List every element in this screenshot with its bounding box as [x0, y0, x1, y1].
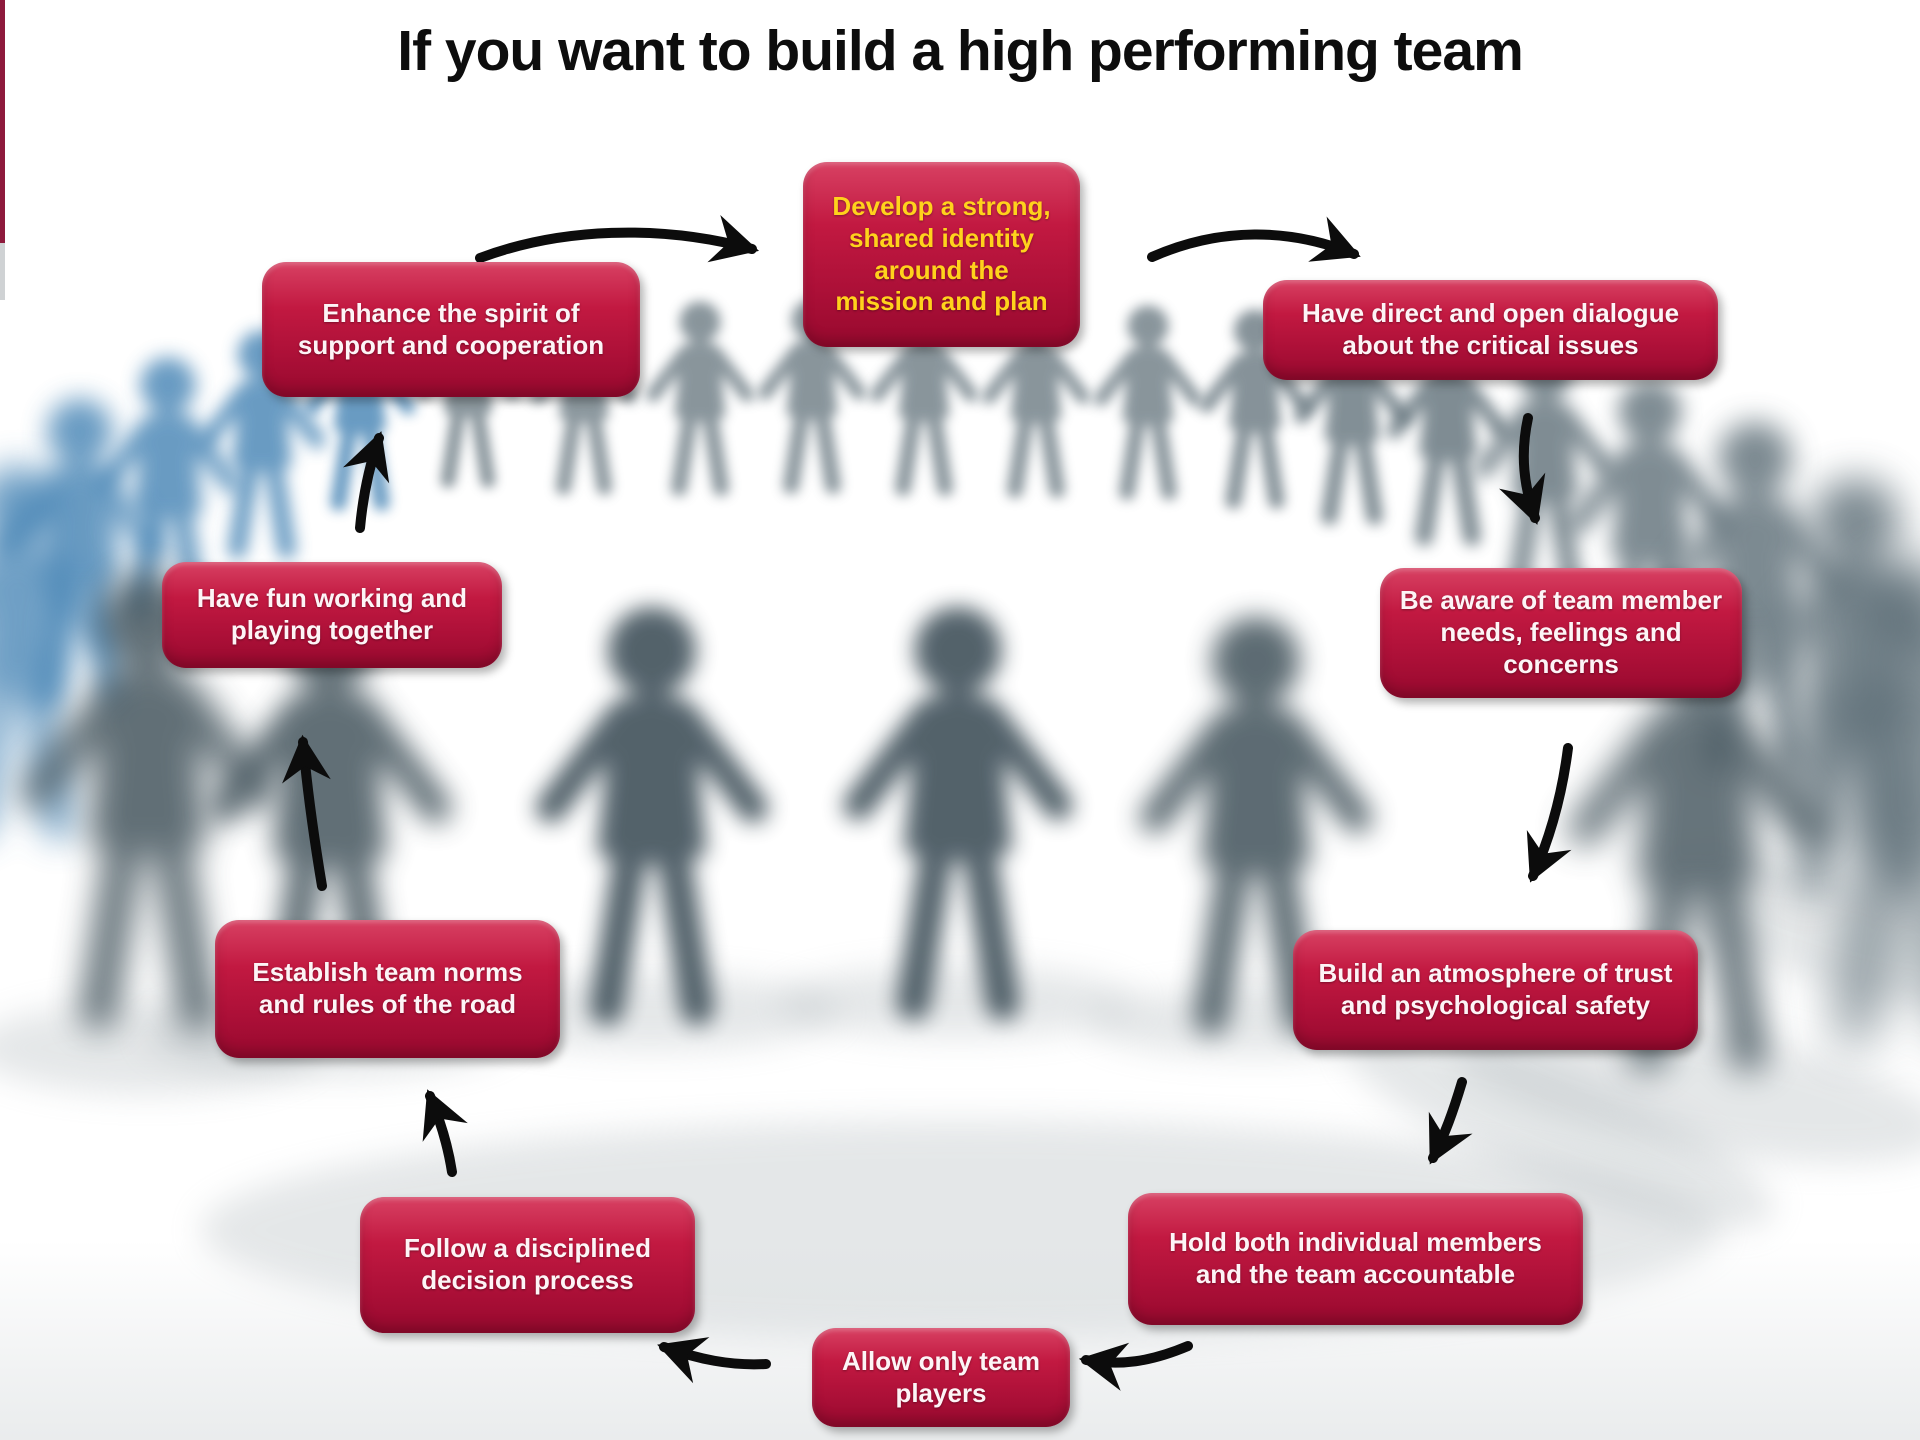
arrow-trust-to-hold [1428, 1077, 1473, 1165]
arrow-dialogue-to-beaware [1499, 413, 1546, 525]
arrow-establish-to-fun [282, 734, 331, 891]
arrow-follow-to-establish [422, 1089, 468, 1177]
node-be-aware: Be aware of team member needs, feelings … [1380, 568, 1742, 698]
arrow-fun-to-enhance [342, 431, 390, 533]
node-establish-norms: Establish team norms and rules of the ro… [215, 920, 560, 1058]
left-edge-strip [0, 0, 5, 243]
arrow-beaware-to-trust [1526, 743, 1573, 883]
arrow-enhance-to-develop [475, 215, 760, 263]
node-follow-process: Follow a disciplined decision process [360, 1197, 695, 1333]
node-build-trust: Build an atmosphere of trust and psychol… [1293, 930, 1698, 1050]
node-enhance-spirit: Enhance the spirit of support and cooper… [262, 262, 640, 397]
node-develop-identity: Develop a strong, shared identity around… [803, 162, 1080, 347]
left-edge-strip-lower [0, 243, 5, 300]
figure-shadow [1345, 1027, 1775, 1229]
page-title: If you want to build a high performing t… [397, 19, 1524, 83]
node-allow-players: Allow only team players [812, 1328, 1070, 1427]
node-have-fun: Have fun working and playing together [162, 562, 502, 668]
figure-shadow [1453, 1016, 1920, 1164]
figure-shadow [778, 966, 1138, 1038]
node-have-dialogue: Have direct and open dialogue about the … [1263, 280, 1718, 380]
node-hold-accountable: Hold both individual members and the tea… [1128, 1193, 1583, 1325]
arrow-allow-to-follow [657, 1337, 771, 1384]
arrow-hold-to-allow [1078, 1341, 1193, 1391]
arrow-develop-to-dialogue [1147, 216, 1361, 262]
